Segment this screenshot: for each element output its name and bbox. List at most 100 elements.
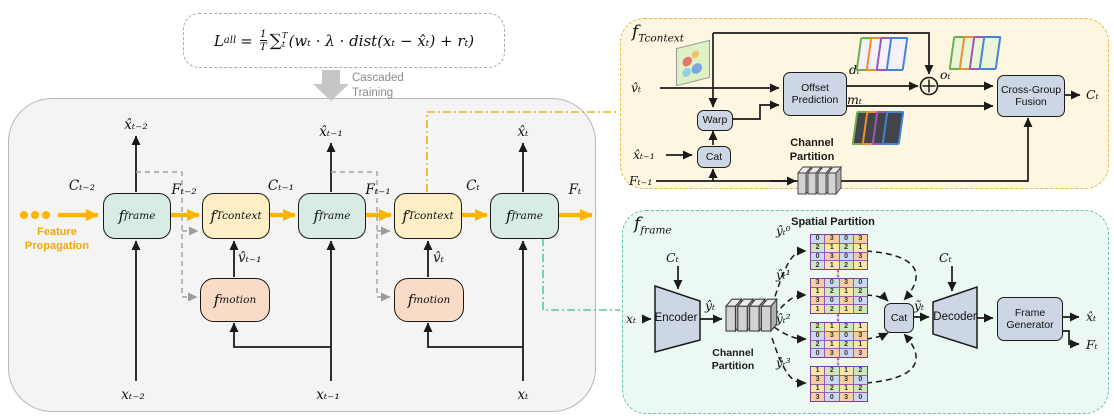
offset-d-label: dₜ (849, 62, 861, 77)
channel-partition-icon-top (797, 165, 842, 196)
ellipsis-dots-icon (20, 211, 50, 219)
channel-partition-label-bottom: Channel Partition (711, 347, 755, 373)
context-label-t-1: Cₜ₋₁ (267, 178, 295, 194)
f-frame-sub: frame (124, 210, 156, 222)
feature-label-t-2: Fₜ₋₂ (171, 182, 197, 198)
reconstruction-feedback-lines (136, 171, 391, 302)
mask-m-label: mₜ (847, 92, 862, 107)
feature-output-label: Fₜ (1086, 337, 1098, 352)
tcontext-title-sub: Tcontext (638, 32, 685, 45)
add-operator-icon (919, 76, 939, 96)
recon-frame-label-t-2: x̂ₜ₋₂ (124, 117, 148, 133)
feature-propagation-label: Feature Propagation (24, 226, 90, 252)
f-frame-sub: frame (511, 210, 543, 222)
cat-block-top: Cat (697, 146, 731, 168)
summation-upper: T (281, 30, 288, 41)
context-into-encoder-label: Cₜ (666, 250, 679, 265)
f-tcontext-sub: Tcontext (407, 210, 454, 222)
loss-lhs-sub: all (223, 35, 237, 46)
input-frame-label-t-2: xₜ₋₂ (121, 387, 145, 403)
recon-frame-output-label: x̂ₜ (1086, 309, 1097, 324)
partition-grid-label-2: ŷₜ² (776, 312, 791, 326)
loss-lhs: L (213, 31, 224, 50)
tcontext-zoom-connector (426, 111, 618, 192)
decoder-label: Decoder (933, 311, 977, 323)
feature-label-t: Fₜ (568, 182, 582, 198)
vhat-t-input-label: v̂ₜ (631, 80, 642, 95)
recon-frame-label-t-1: x̂ₜ₋₁ (319, 124, 343, 140)
partition-grid-label-1: ŷₜ¹ (776, 268, 791, 282)
context-output-label: Cₜ (1086, 87, 1099, 102)
f-frame-base: f (506, 207, 512, 225)
exchange-arrow-icon: ↕ (834, 309, 842, 324)
frame-generator-block: Frame Generator (997, 297, 1063, 341)
exchange-arrow-icon: ↕ (834, 353, 842, 368)
recurrent-pipeline-container (8, 98, 596, 412)
input-frame-label-t: xₜ (517, 387, 529, 403)
xhat-t-1-input-label: x̂ₜ₋₁ (633, 147, 655, 162)
encoder-shape (654, 284, 701, 353)
cross-group-fusion-block: Cross-Group Fusion (997, 75, 1065, 117)
offset-o-label: oₜ (940, 67, 951, 82)
input-frame-label-t-1: xₜ₋₁ (316, 387, 340, 403)
channel-partition-icon-bottom (724, 297, 778, 333)
f-motion-base: f (213, 291, 220, 309)
pipeline-signal-lines (131, 135, 528, 381)
f-motion-base: f (407, 291, 414, 309)
f-frame-sub: frame (319, 210, 351, 222)
encoder-label: Encoder (654, 312, 698, 324)
cat-block-bottom: Cat (884, 303, 914, 333)
feature-label-t-1: Fₜ₋₁ (365, 182, 391, 198)
f-tcontext-sub: Tcontext (215, 210, 262, 222)
motion-vector-label-t: v̂ₜ (433, 250, 444, 266)
merged-latent-label: ỹₜ (914, 298, 925, 313)
F-t-1-input-label: Fₜ₋₁ (629, 173, 653, 188)
offset-feature-stack (855, 37, 909, 71)
frame-title-sub: frame (640, 224, 672, 237)
summation-sign: ∑ (269, 30, 282, 51)
f-motion-sub: motion (413, 294, 451, 306)
frame-zoom-connector (542, 238, 620, 311)
cascaded-training-arrow (313, 70, 349, 101)
context-into-decoder-label: Cₜ (939, 250, 952, 265)
tcontext-panel-title: fTcontext (632, 22, 684, 44)
exchange-arrow-icon: ↕ (834, 265, 842, 280)
warp-block: Warp (697, 110, 733, 131)
f-frame-base: f (118, 207, 125, 225)
decoder-shape (932, 285, 978, 350)
f-tcontext-base: f (210, 207, 216, 225)
equals-sign: = (240, 31, 253, 50)
offset-prediction-block: Offset Prediction (783, 72, 847, 116)
summation-lower: t (281, 39, 286, 50)
spatial-partition-label: Spatial Partition (791, 216, 875, 228)
f-frame-base: f (313, 207, 320, 225)
partition-grid-label-0: ŷₜ⁰ (776, 224, 791, 238)
fraction-numerator: 1 (259, 28, 267, 40)
fraction-denominator: T (259, 39, 267, 53)
f-motion-sub: motion (219, 294, 257, 306)
frame-panel-lines (642, 266, 1080, 349)
latent-label: ŷₜ (705, 298, 716, 313)
frame-input-label: xₜ (626, 311, 637, 326)
recon-frame-label-t: x̂ₜ (517, 124, 529, 140)
tcontext-title-base: f (632, 22, 639, 42)
loss-body: (wₜ · λ · dist(xₜ − x̂ₜ) + rₜ) (288, 31, 475, 50)
fused-offset-stack (948, 36, 1002, 70)
partition-grid-label-3: ŷₜ³ (776, 356, 791, 370)
cascaded-training-label: Cascaded Training (352, 72, 404, 99)
